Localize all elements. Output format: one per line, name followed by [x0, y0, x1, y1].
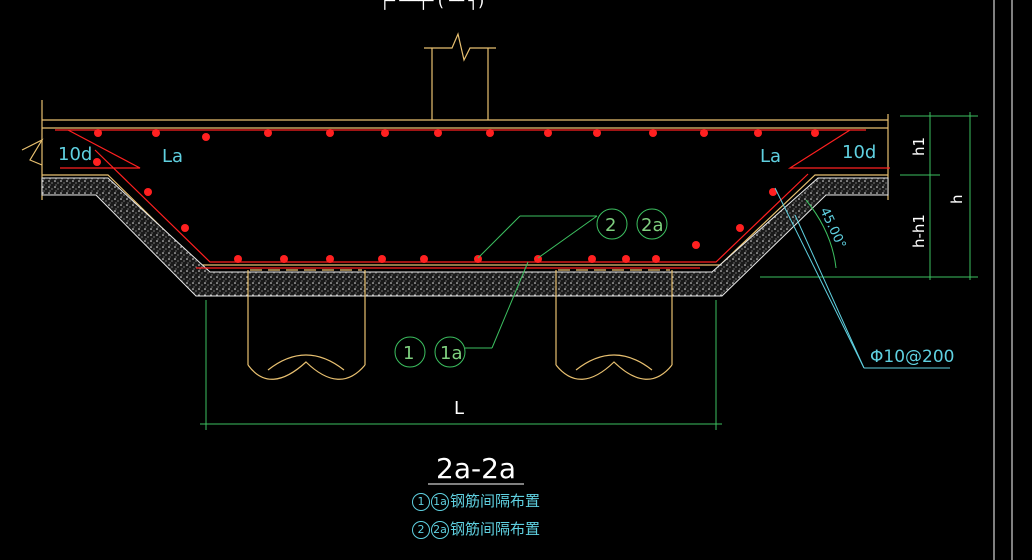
anchor-left-label: 10d [58, 144, 92, 165]
dim-h-minus-h1: h-h1 [910, 214, 928, 248]
cropped-title: ┌┘┴┴┬┘( ┴┘┐) [380, 0, 484, 10]
note-2-circle-2: 2a [431, 520, 449, 539]
callout-upper-2: 2a [641, 215, 663, 236]
rebar-dots [93, 129, 819, 263]
pile-right [555, 269, 673, 380]
note-2-circle-1: 2 [412, 520, 430, 539]
stirrup-leader [774, 187, 950, 369]
callout-lower-1: 1 [403, 343, 414, 364]
note-1-circle-1: 1 [412, 492, 430, 511]
anchor-right-label: 10d [842, 142, 876, 163]
cap-outline [21, 100, 889, 266]
callout-upper-1: 2 [605, 215, 616, 236]
angle-label: 45.00° [816, 205, 848, 251]
rebar-lines [55, 129, 890, 269]
callout-lower-2: 1a [440, 343, 462, 364]
note-1-text: 钢筋间隔布置 [450, 492, 541, 510]
note-2-text: 钢筋间隔布置 [450, 520, 541, 538]
angle-arc [805, 199, 837, 269]
dim-L: L [454, 398, 464, 419]
dim-h: h [948, 194, 966, 204]
dimension-L [200, 300, 722, 430]
callout-upper [477, 208, 668, 259]
note-1-circle-2: 1a [431, 492, 449, 511]
lap-left-label: La [162, 146, 183, 167]
column-stub [424, 32, 496, 120]
pile-left [247, 269, 366, 380]
blinding-layer [41, 177, 889, 297]
stirrup-label: Φ10@200 [870, 347, 954, 367]
section-title: 2a-2a [436, 452, 516, 485]
dimension-right [760, 112, 978, 280]
dim-h1: h1 [910, 137, 928, 156]
callout-lower [394, 261, 529, 368]
lap-right-label: La [760, 146, 781, 167]
